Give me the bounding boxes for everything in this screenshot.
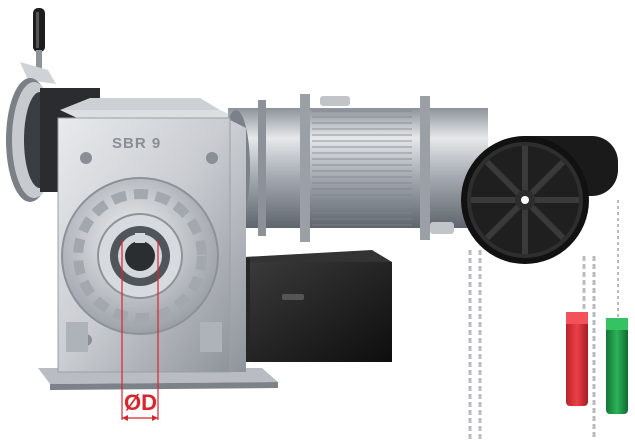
diameter-label: ØD: [124, 390, 157, 415]
chain-pulley-icon: [461, 136, 618, 264]
motor-body: [222, 94, 488, 242]
diameter-dimension: ØD: [121, 240, 159, 421]
output-flange: [61, 177, 219, 335]
red-pull-handle: [566, 312, 588, 406]
hand-chain: [468, 200, 619, 440]
gearbox-lid: [60, 98, 220, 110]
control-box: [226, 250, 392, 362]
crank-handle-icon: [20, 8, 56, 84]
green-pull-handle: [606, 318, 628, 414]
brand-mark: SBR 9: [112, 135, 161, 152]
